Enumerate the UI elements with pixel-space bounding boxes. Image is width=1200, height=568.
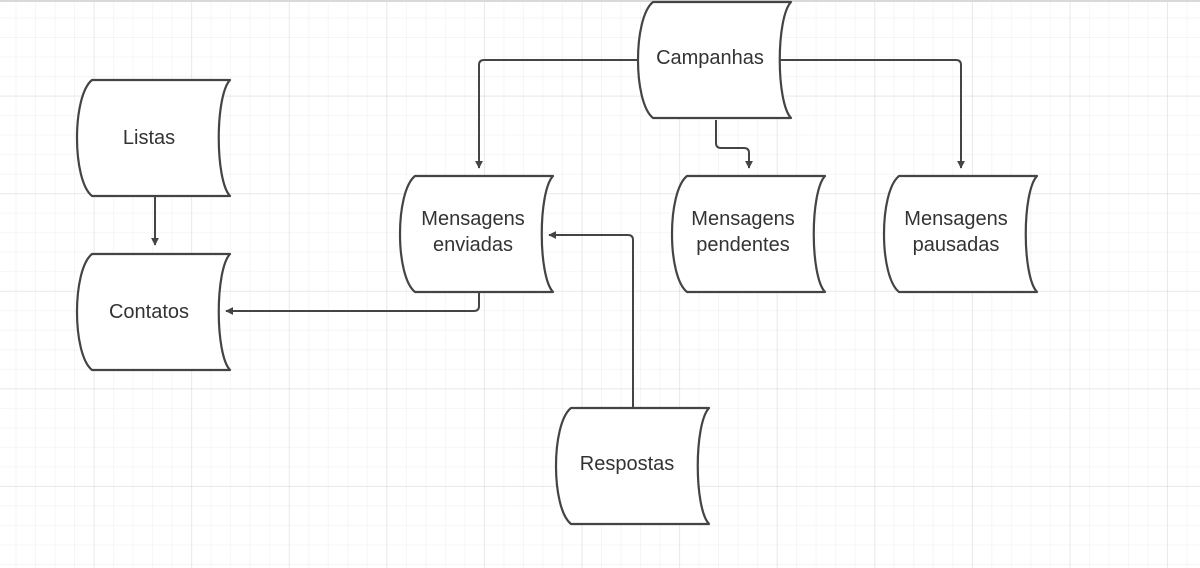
edge-campanhas-enviadas bbox=[475, 59, 638, 169]
edge-enviadas-contatos bbox=[225, 292, 480, 315]
node-label-pendentes: Mensagens pendentes bbox=[691, 208, 795, 256]
node-shape-contatos[interactable] bbox=[75, 252, 232, 372]
edge-respostas-enviadas bbox=[548, 231, 634, 407]
node-shape-enviadas[interactable] bbox=[398, 174, 555, 294]
edge-campanhas-pausadas bbox=[778, 59, 965, 169]
node-shape-pausadas[interactable] bbox=[882, 174, 1039, 294]
node-shape-listas[interactable] bbox=[75, 78, 232, 198]
edge-campanhas-pendentes bbox=[715, 120, 753, 169]
node-label-campanhas: Campanhas bbox=[656, 47, 764, 69]
node-shape-pendentes[interactable] bbox=[670, 174, 827, 294]
node-label-enviadas: Mensagens enviadas bbox=[421, 208, 525, 256]
node-shape-respostas[interactable] bbox=[554, 406, 711, 526]
canvas-top-border bbox=[0, 0, 1200, 2]
node-label-listas: Listas bbox=[122, 127, 176, 149]
node-shape-campanhas[interactable] bbox=[636, 0, 793, 120]
node-label-respostas: Respostas bbox=[579, 453, 675, 475]
node-label-contatos: Contatos bbox=[108, 301, 190, 323]
node-label-pausadas: Mensagens pausadas bbox=[904, 208, 1008, 256]
